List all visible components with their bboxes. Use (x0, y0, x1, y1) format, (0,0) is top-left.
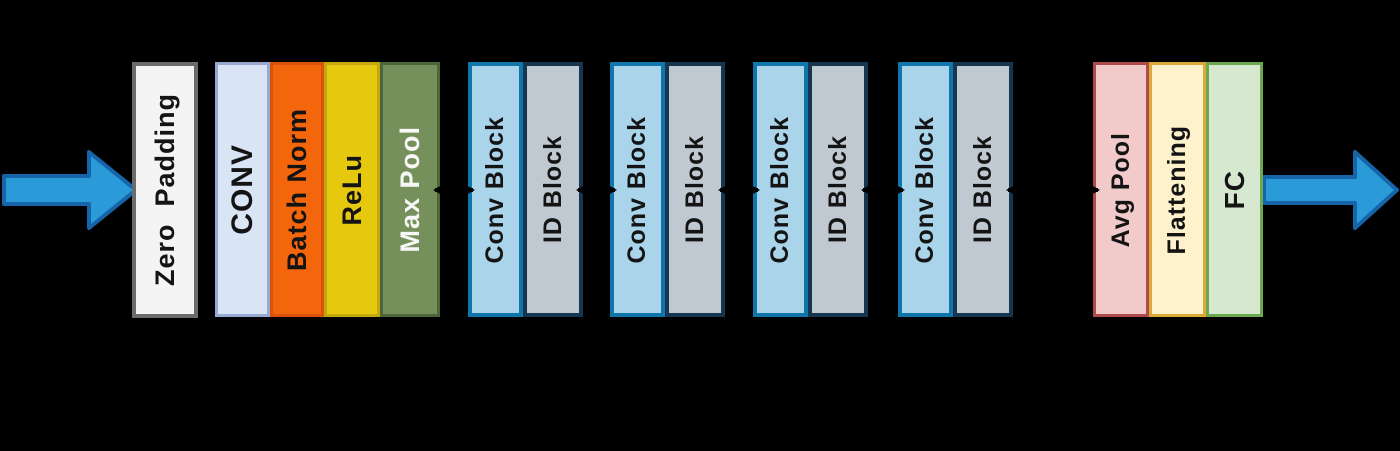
block-zero-padding-label: Zero Padding (149, 93, 180, 287)
block-max-pool-label: Max Pool (394, 126, 425, 253)
stage2-id-block: ID Block (665, 62, 725, 317)
connector-arrowhead-left-icon (861, 184, 872, 196)
stage2-id-block-label: ID Block (680, 135, 709, 244)
stage2-conv-block-label: Conv Block (623, 115, 651, 264)
block-conv-label: CONV (225, 144, 259, 235)
connector-arrow-stage2-stage3 (718, 181, 760, 199)
connector-arrowhead-left-icon (576, 184, 587, 196)
stage4-conv-block: Conv Block (898, 62, 953, 317)
connector-arrow-stage4-head (1006, 181, 1100, 199)
stage3-id-block: ID Block (808, 62, 868, 317)
stage4-id-block-label: ID Block (968, 135, 997, 244)
output-arrow-icon (1262, 150, 1399, 230)
connector-line (1008, 188, 1098, 192)
stage2-conv-block: Conv Block (610, 62, 665, 317)
connector-arrowhead-right-icon (606, 184, 617, 196)
connector-arrowhead-right-icon (1089, 184, 1100, 196)
stage1-id-block: ID Block (523, 62, 583, 317)
connector-arrowhead-left-icon (1006, 184, 1017, 196)
connector-line (435, 188, 473, 192)
block-fc-label: FC (1218, 169, 1250, 210)
block-fc: FC (1206, 62, 1263, 317)
connector-line (720, 188, 758, 192)
connector-arrow-stage1-stage2 (576, 181, 617, 199)
block-flattening: Flattening (1149, 62, 1206, 317)
stage3-id-block-label: ID Block (823, 135, 852, 244)
block-relu: ReLu (324, 62, 380, 317)
connector-arrowhead-right-icon (894, 184, 905, 196)
stage3-conv-block-label: Conv Block (766, 115, 794, 264)
block-batch-norm-label: Batch Norm (281, 107, 312, 272)
stage4-conv-block-label: Conv Block (911, 115, 939, 264)
input-arrow-icon (2, 150, 138, 230)
stage4-id-block: ID Block (953, 62, 1013, 317)
connector-arrowhead-left-icon (433, 184, 444, 196)
block-avg-pool-label: Avg Pool (1106, 131, 1135, 248)
stage3-conv-block: Conv Block (753, 62, 808, 317)
block-zero-padding: Zero Padding (132, 62, 198, 318)
block-batch-norm: Batch Norm (270, 62, 324, 317)
block-flattening-label: Flattening (1163, 124, 1191, 255)
stage1-conv-block: Conv Block (468, 62, 523, 317)
block-relu-label: ReLu (336, 153, 367, 226)
block-conv: CONV (215, 62, 270, 317)
connector-arrowhead-right-icon (464, 184, 475, 196)
connector-arrowhead-right-icon (749, 184, 760, 196)
connector-arrowhead-left-icon (718, 184, 729, 196)
stage1-conv-block-label: Conv Block (481, 115, 509, 264)
connector-arrow-maxpool-stage1 (433, 181, 475, 199)
stage1-id-block-label: ID Block (538, 135, 567, 244)
block-avg-pool: Avg Pool (1093, 62, 1149, 317)
block-max-pool: Max Pool (380, 62, 440, 317)
connector-line (578, 188, 615, 192)
connector-line (863, 188, 903, 192)
connector-arrow-stage3-stage4 (861, 181, 905, 199)
